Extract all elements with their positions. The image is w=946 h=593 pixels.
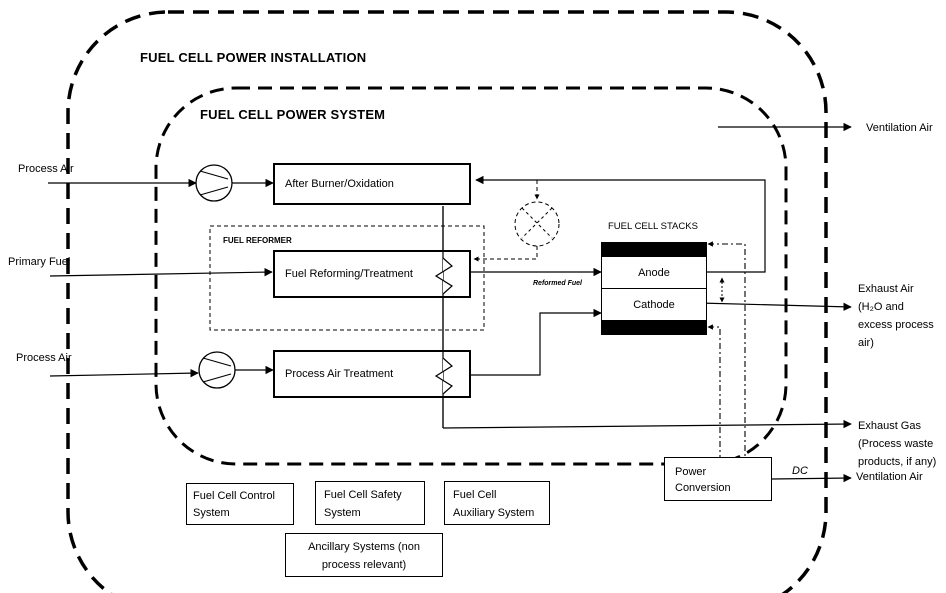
exhaust-gas-line xyxy=(442,419,852,429)
anode-offgas-loop xyxy=(475,175,766,273)
exhaust-gas-line-3: products, if any) xyxy=(858,456,937,468)
primary-fuel-label: Primary Fuel xyxy=(8,256,71,268)
auxiliary-system-block: Fuel Cell Auxiliary System xyxy=(444,481,550,525)
safety-system-block: Fuel Cell Safety System xyxy=(315,481,425,525)
ancillary-systems-block: Ancillary Systems (non process relevant) xyxy=(285,533,443,577)
system-boundary xyxy=(154,86,788,466)
fuel-reforming-label: Fuel Reforming/Treatment xyxy=(285,268,413,280)
anode-label: Anode xyxy=(638,266,670,279)
stack-top-plate xyxy=(601,242,707,256)
power-conversion-label-2: Conversion xyxy=(675,482,731,494)
after-burner-block: After Burner/Oxidation xyxy=(273,163,471,205)
recycle-blower-icon xyxy=(514,201,560,247)
exhaust-air-line-3: excess process xyxy=(858,319,934,331)
primary-fuel-line xyxy=(49,267,273,277)
control-system-label-1: Fuel Cell Control xyxy=(193,490,275,502)
exhaust-air-line-1: Exhaust Air xyxy=(858,283,914,295)
system-title: FUEL CELL POWER SYSTEM xyxy=(200,107,386,122)
exhaust-air-label: Exhaust Air (H₂O and excess process air) xyxy=(858,280,934,352)
anode-block: Anode xyxy=(601,256,707,289)
compressor-bottom-icon xyxy=(198,351,236,389)
power-conversion-label-1: Power xyxy=(675,466,707,478)
process-air-bottom-label: Process Air xyxy=(16,352,72,364)
installation-title: FUEL CELL POWER INSTALLATION xyxy=(140,50,367,65)
stacks-title: FUEL CELL STACKS xyxy=(608,221,698,232)
exhaust-air-line xyxy=(698,302,852,311)
control-system-block: Fuel Cell Control System xyxy=(186,483,294,525)
dc-line-bottom xyxy=(707,324,721,468)
fuel-reforming-block: Fuel Reforming/Treatment xyxy=(273,250,471,298)
cathode-label: Cathode xyxy=(633,298,675,311)
ventilation-air-bottom-line xyxy=(771,473,852,483)
safety-system-label-1: Fuel Cell Safety xyxy=(324,489,402,501)
process-air-treatment-label: Process Air Treatment xyxy=(285,368,394,380)
exhaust-gas-line-2: (Process waste xyxy=(858,438,934,450)
dc-line-top xyxy=(707,241,746,468)
dc-label: DC xyxy=(792,465,808,477)
auxiliary-system-label-1: Fuel Cell xyxy=(453,489,497,501)
reformer-title: FUEL REFORMER xyxy=(223,236,292,245)
ancillary-systems-label-2: process relevant) xyxy=(321,559,407,571)
process-air-to-cathode xyxy=(470,308,602,376)
after-burner-label: After Burner/Oxidation xyxy=(285,178,394,190)
reformed-fuel-label: Reformed Fuel xyxy=(533,280,583,287)
exhaust-gas-label: Exhaust Gas (Process waste products, if … xyxy=(858,417,936,471)
stack-bottom-plate xyxy=(601,321,707,335)
process-air-bottom-line xyxy=(49,368,199,378)
cathode-block: Cathode xyxy=(601,288,707,321)
recycle-return-dashed xyxy=(473,246,538,262)
installation-boundary xyxy=(66,10,828,593)
control-system-label-2: System xyxy=(193,507,230,519)
exhaust-air-line-2: (H₂O and xyxy=(858,301,904,313)
process-air-top-label: Process Air xyxy=(18,163,74,175)
ventilation-air-top-label: Ventilation Air xyxy=(866,122,933,134)
ancillary-systems-label-1: Ancillary Systems (non xyxy=(308,541,420,553)
compressor-top-icon xyxy=(195,164,233,202)
exhaust-air-line-4: air) xyxy=(858,337,874,349)
reformer-boundary xyxy=(209,225,485,331)
safety-system-label-2: System xyxy=(324,507,361,519)
process-air-treatment-block: Process Air Treatment xyxy=(273,350,471,398)
exhaust-gas-line-1: Exhaust Gas xyxy=(858,420,921,432)
power-conversion-block: Power Conversion xyxy=(664,457,772,501)
ventilation-air-bottom-label: Ventilation Air xyxy=(856,471,923,483)
auxiliary-system-label-2: Auxiliary System xyxy=(453,507,535,519)
